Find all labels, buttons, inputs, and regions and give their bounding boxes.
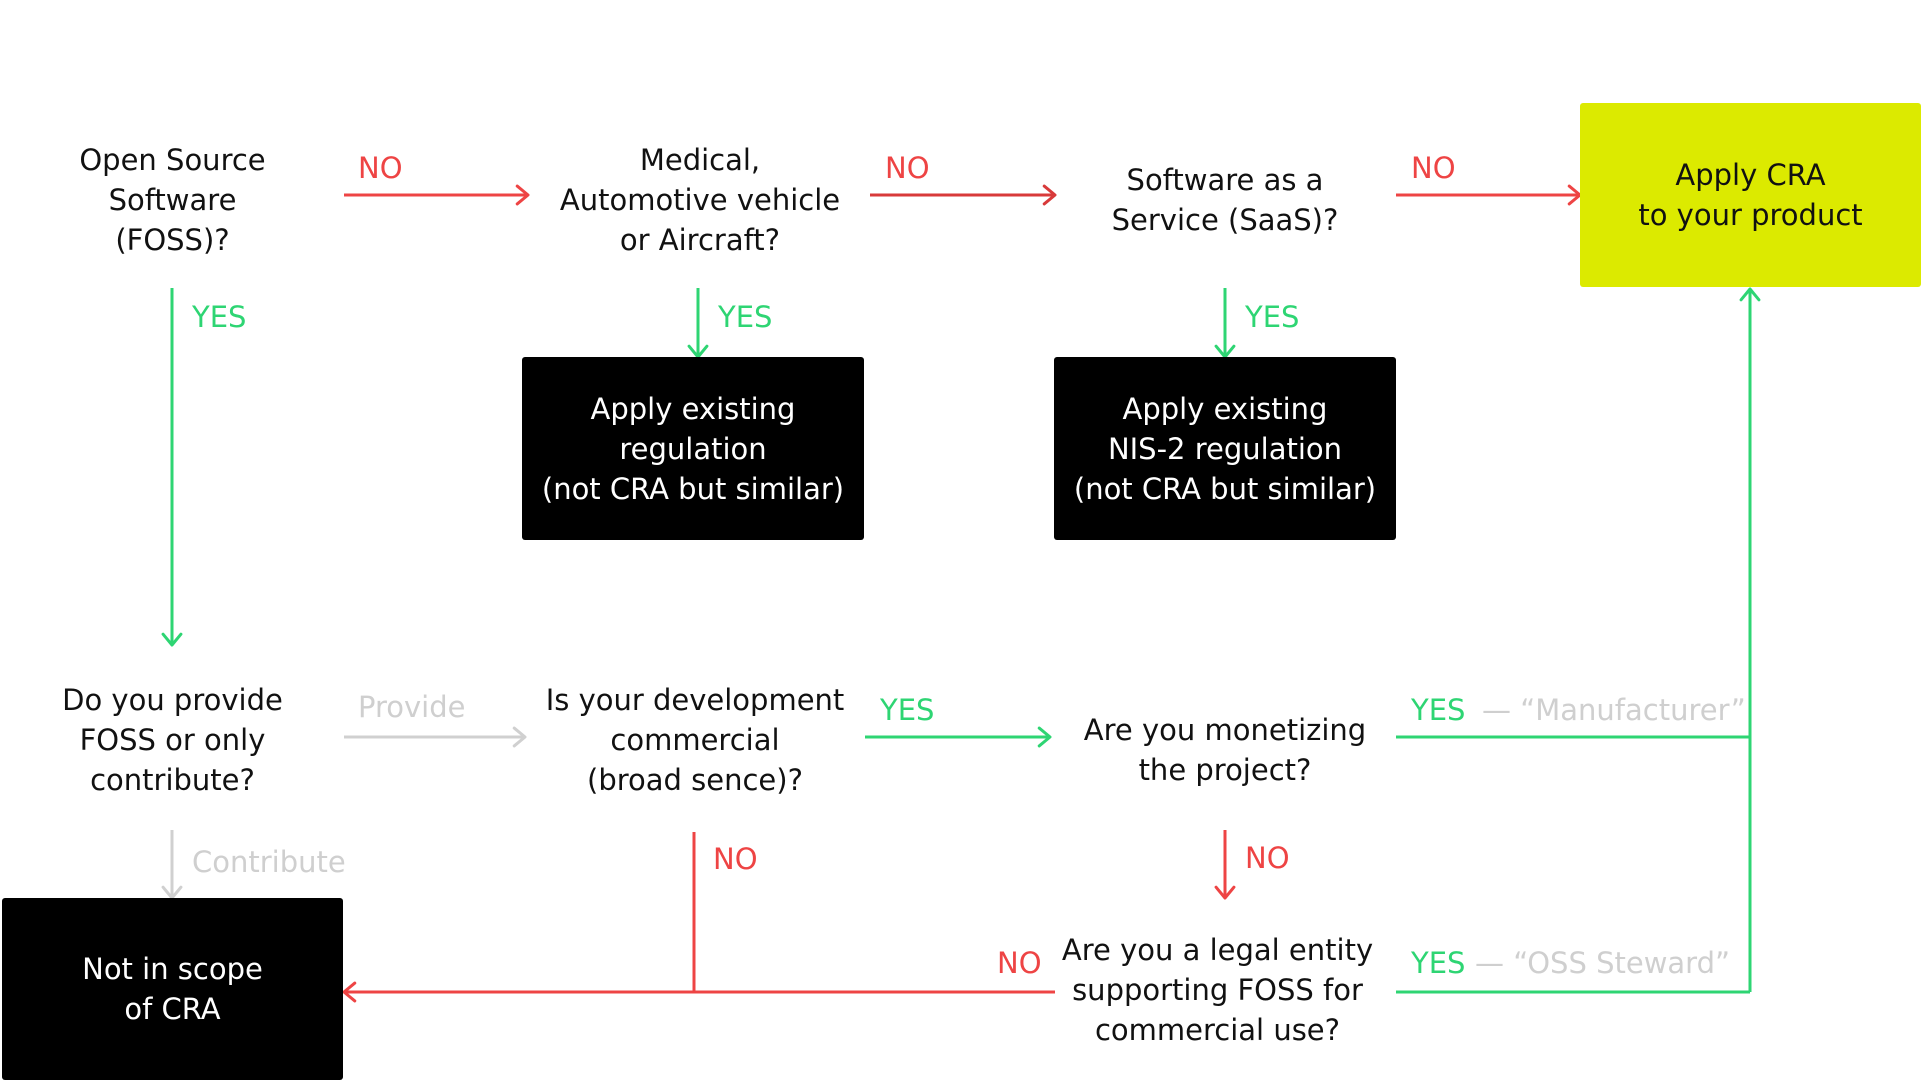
edge-cra-return-arrowhead: [1739, 287, 1761, 302]
question-foss: Open Source Software (FOSS)?: [79, 143, 266, 257]
label-provide: Provide: [358, 690, 466, 724]
question-medical-automotive-aircraft: Medical, Automotive vehicle or Aircraft?: [559, 143, 841, 257]
edge-monetizing-no-arrowhead: [1214, 885, 1236, 900]
question-legal-entity: Are you a legal entity supporting FOSS f…: [1061, 933, 1374, 1047]
label-no-foss: NO: [358, 151, 403, 185]
apply-existing-regulation-box: Apply existing regulation (not CRA but s…: [522, 357, 864, 540]
edge-provide-arrowhead: [512, 726, 527, 748]
label-no-saas: NO: [1411, 151, 1456, 185]
apply-cra-box: Apply CRA to your product: [1580, 103, 1921, 287]
edge-foss-yes-arrowhead: [161, 632, 183, 647]
label-oss-steward: — “OSS Steward”: [1475, 946, 1731, 980]
label-yes-monetizing: YES: [1411, 693, 1466, 727]
label-yes-legal-entity: YES: [1411, 946, 1466, 980]
edge-commercial-yes-arrowhead: [1037, 726, 1052, 748]
label-yes-commercial: YES: [880, 693, 935, 727]
label-no-medical: NO: [885, 151, 930, 185]
question-provide-or-contribute: Do you provide FOSS or only contribute?: [62, 683, 283, 797]
edge-medical-no-arrowhead: [1042, 184, 1057, 206]
label-yes-foss: YES: [192, 300, 247, 334]
label-contribute: Contribute: [192, 845, 346, 879]
question-saas: Software as a Service (SaaS)?: [1111, 163, 1339, 237]
label-no-monetizing: NO: [1245, 841, 1290, 875]
label-no-commercial: NO: [713, 842, 758, 876]
edge-legal-no-arrowhead: [342, 981, 357, 1003]
question-monetizing: Are you monetizing the project?: [1083, 713, 1367, 787]
apply-nis2-regulation-box: Apply existing NIS-2 regulation (not CRA…: [1054, 357, 1396, 540]
question-commercial-development: Is your development commercial (broad se…: [545, 683, 845, 797]
not-in-scope-box: Not in scope of CRA: [2, 898, 343, 1080]
edge-foss-no-arrowhead: [515, 184, 530, 206]
label-yes-medical: YES: [718, 300, 773, 334]
label-yes-saas: YES: [1245, 300, 1300, 334]
label-no-legal-entity: NO: [997, 946, 1042, 980]
label-manufacturer: — “Manufacturer”: [1482, 693, 1746, 727]
